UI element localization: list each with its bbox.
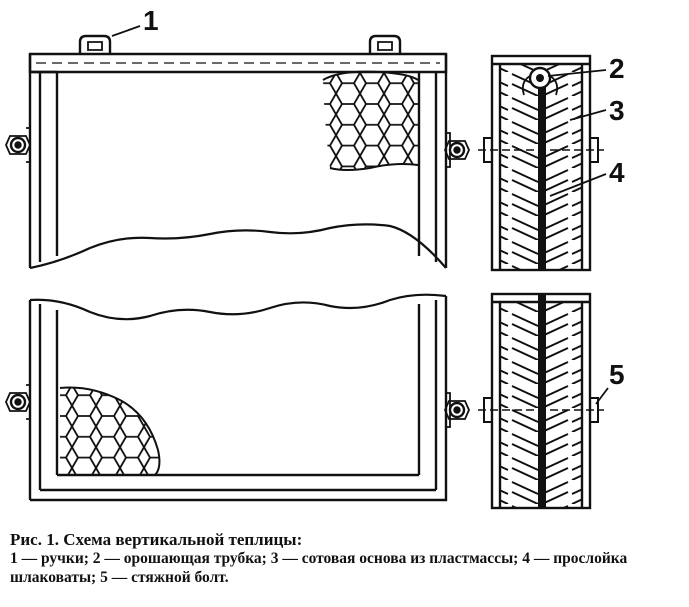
callout-3: 3 xyxy=(609,95,625,126)
caption-body: 1 — ручки; 2 — орошающая трубка; 3 — сот… xyxy=(10,550,628,586)
section-bottom xyxy=(478,292,604,510)
callout-4: 4 xyxy=(609,157,625,188)
caption-title: Рис. 1. Схема вертикальной теплицы: xyxy=(10,530,303,549)
honeycomb-top xyxy=(322,70,419,171)
figure-caption: Рис. 1. Схема вертикальной теплицы: 1 — … xyxy=(10,530,685,587)
tie-bolt xyxy=(483,397,493,423)
callout-5: 5 xyxy=(609,359,625,390)
greenhouse-diagram: 1 2 3 4 5 xyxy=(5,5,625,510)
leader-lines xyxy=(111,25,609,405)
callout-2: 2 xyxy=(609,53,625,84)
slag-wool-layer-top xyxy=(538,80,546,270)
top-frame xyxy=(5,34,470,270)
section-top xyxy=(478,54,604,272)
slag-wool-layer-bottom xyxy=(538,294,546,508)
callout-1: 1 xyxy=(143,5,159,36)
honeycomb-bottom xyxy=(59,386,161,476)
